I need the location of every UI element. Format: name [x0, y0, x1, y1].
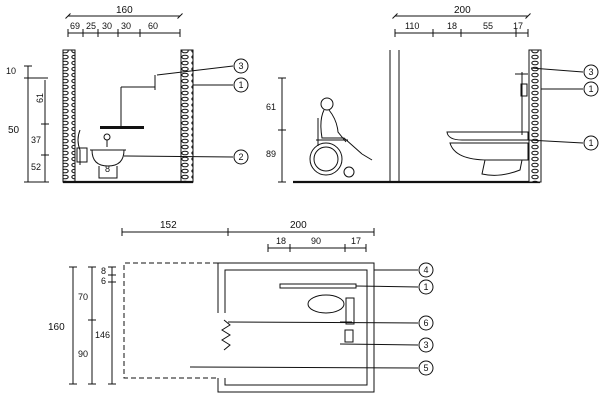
seg-25: 25: [86, 21, 96, 31]
door-spring-symbol: [221, 319, 231, 351]
callout-3-b: [583, 64, 599, 80]
svg-text:6: 6: [423, 318, 428, 328]
plan-height-6: 6: [101, 276, 106, 286]
cistern-plan: [345, 297, 355, 325]
height-50: 50: [8, 125, 20, 136]
height-61-b: 61: [266, 102, 276, 112]
svg-text:2: 2: [238, 152, 243, 162]
seg-30b: 30: [121, 21, 131, 31]
floor-plan: 152 200 18 90 17 160 70 90: [48, 220, 434, 393]
dim-label-160: 160: [116, 5, 133, 16]
height-52: 52: [31, 162, 41, 172]
svg-text:3: 3: [588, 67, 593, 77]
toilet-plan: [307, 294, 345, 314]
seg-18: 18: [447, 21, 457, 31]
elevation-a: 160 69 25 30 30 60 8: [6, 5, 249, 184]
plan-dim-17: 17: [351, 236, 361, 246]
right-wall: [180, 49, 194, 183]
svg-text:1: 1: [588, 138, 593, 148]
height-89-b: 89: [266, 149, 276, 159]
callout-1-b1: [583, 81, 599, 97]
callout-1-a: [233, 77, 249, 93]
callout-3-plan: [418, 337, 434, 353]
callout-5-plan: [418, 360, 434, 376]
grab-bar-plan: [279, 283, 357, 289]
svg-text:1: 1: [423, 282, 428, 292]
small-mark: 8: [105, 164, 110, 174]
height-10: 10: [6, 66, 16, 76]
callout-2-a: [233, 149, 249, 165]
cistern-outline: [77, 129, 81, 165]
wheelchair-turning-space: [123, 262, 218, 379]
dim-label-200: 200: [454, 5, 471, 16]
flush-button-icon: [103, 133, 111, 141]
seg-55: 55: [483, 21, 493, 31]
fold-down-rail: [100, 126, 144, 129]
seg-69: 69: [70, 21, 80, 31]
plan-height-8: 8: [101, 266, 106, 276]
room-inner-wall: [224, 269, 368, 386]
left-wall: [62, 49, 76, 183]
callout-1-plan: [418, 279, 434, 295]
plan-dim-200: 200: [290, 220, 307, 231]
back-wall: [528, 49, 542, 183]
plan-height-160: 160: [48, 322, 65, 333]
seg-17: 17: [513, 21, 523, 31]
plan-height-90: 90: [78, 349, 88, 359]
svg-text:3: 3: [238, 61, 243, 71]
plan-dim-90: 90: [311, 236, 321, 246]
seg-110: 110: [405, 21, 419, 31]
horizontal-grab-bar: [446, 131, 529, 141]
svg-text:5: 5: [423, 363, 428, 373]
toilet-bowl: [91, 149, 125, 167]
svg-text:3: 3: [423, 340, 428, 350]
svg-text:1: 1: [238, 80, 243, 90]
plan-height-146: 146: [95, 330, 110, 340]
room-outer-wall: [217, 262, 375, 393]
seg-60: 60: [148, 21, 158, 31]
plan-height-70: 70: [78, 292, 88, 302]
height-61: 61: [35, 93, 45, 103]
plan-dim-152: 152: [160, 220, 177, 231]
svg-text:4: 4: [423, 265, 428, 275]
seg-30a: 30: [102, 21, 112, 31]
callout-1-b2: [583, 135, 599, 151]
callout-4-plan: [418, 262, 434, 278]
height-37: 37: [31, 135, 41, 145]
elevation-b: 200 110 18 55 17: [266, 5, 599, 184]
toilet-bowl-side: [449, 142, 529, 161]
callout-6-plan: [418, 315, 434, 331]
svg-text:1: 1: [588, 84, 593, 94]
wheelchair-user-figure: [309, 97, 373, 178]
plan-dim-18: 18: [276, 236, 286, 246]
callout-3-a: [233, 58, 249, 74]
